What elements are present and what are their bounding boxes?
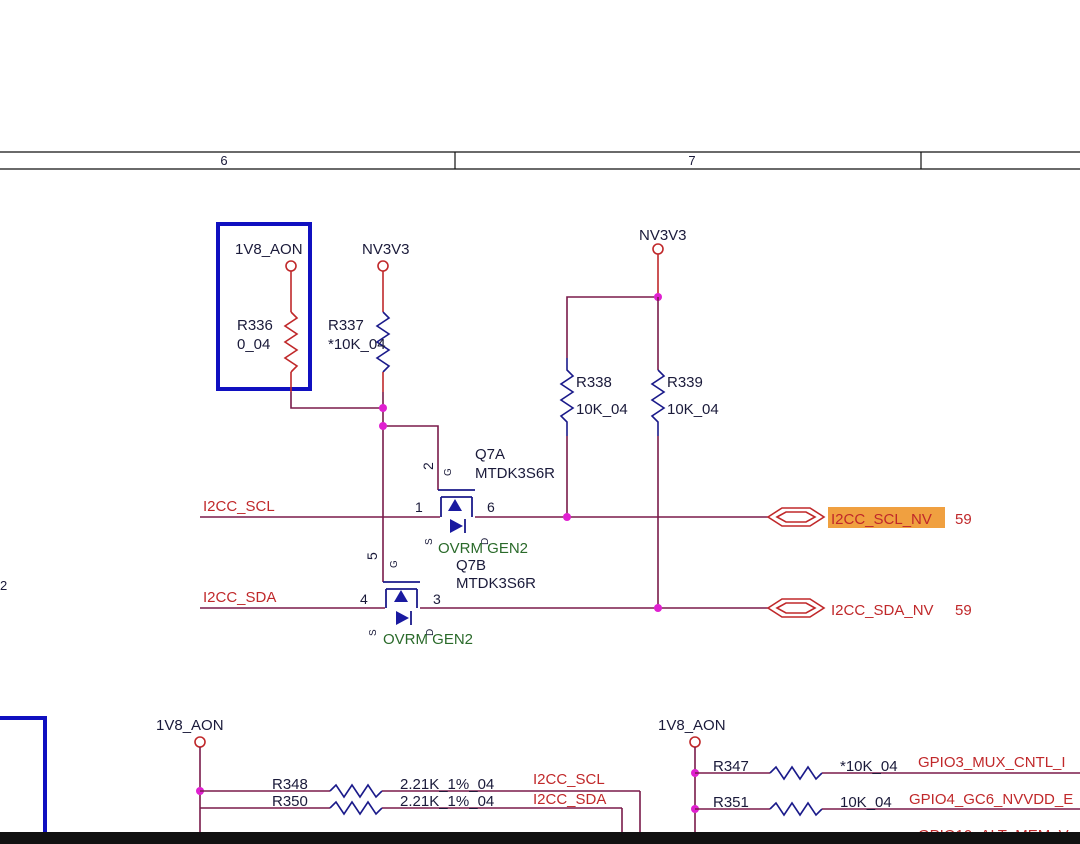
net-label: I2CC_SDA [533, 791, 606, 808]
junction-dot [654, 604, 662, 612]
offpage-connector-scl-nv[interactable]: I2CC_SCL_NV 59 [766, 507, 972, 528]
mosfet-diode-icon [450, 519, 463, 533]
column-label-6: 6 [220, 153, 227, 168]
resistor-ref: R351 [713, 794, 749, 811]
resistor-ref: R350 [272, 793, 308, 810]
mosfet-ref: Q7B [456, 557, 486, 574]
page-ref: 59 [955, 511, 972, 528]
resistor-ref: R337 [328, 317, 364, 334]
net-label: GPIO3_MUX_CNTL_I [918, 754, 1066, 771]
power-port-icon [285, 260, 297, 272]
mosfet-q7a[interactable]: 1 6 2 G S D Q7A MTDK3S6R OVRM GEN2 [415, 446, 555, 557]
highlight-scl-nv [828, 507, 945, 528]
pin-number-g: 5 [364, 552, 380, 560]
power-rail-label: NV3V3 [639, 227, 687, 244]
pin-number-s: 1 [415, 499, 423, 515]
mosfet-q7b[interactable]: 4 3 5 G S D Q7B MTDK3S6R OVRM GEN2 [360, 552, 536, 648]
mosfet-ref: Q7A [475, 446, 505, 463]
power-port-icon [689, 736, 701, 748]
mosfet-arrow-icon [394, 590, 408, 602]
pin-letter-d: D [425, 629, 436, 636]
mosfet-arrow-icon [448, 499, 462, 511]
power-rail-label: NV3V3 [362, 241, 410, 258]
resistor-r348[interactable]: R348 2.21K_1%_04 I2CC_SCL [200, 771, 640, 799]
resistor-value: 10K_04 [840, 794, 892, 811]
highlight-box-bottom-left [0, 716, 47, 844]
highlight-box-r336 [216, 222, 312, 391]
resistor-r350[interactable]: R350 2.21K_1%_04 I2CC_SDA [200, 791, 622, 816]
pin-letter-s: S [368, 629, 379, 636]
resistor-ref: R336 [237, 317, 273, 334]
net-label: I2CC_SCL [533, 771, 605, 788]
power-nv3v3-right: NV3V3 [639, 227, 687, 297]
power-rail-label: 1V8_AON [658, 717, 726, 734]
power-1v8-bottom-left: 1V8_AON [156, 717, 224, 832]
pin-letter-g: G [443, 468, 454, 476]
resistor-value: *10K_04 [328, 336, 386, 353]
mosfet-part: MTDK3S6R [456, 575, 536, 592]
mosfet-diode-icon [396, 611, 409, 625]
offpage-connector-icon [766, 507, 826, 527]
resistor-value: 0_04 [237, 336, 270, 353]
resistor-value: 10K_04 [667, 401, 719, 418]
power-port-icon [652, 243, 664, 255]
mosfet-group: OVRM GEN2 [438, 540, 528, 557]
frame-ruler: 6 7 2 [0, 151, 1080, 593]
pin-number-d: 3 [433, 591, 441, 607]
mosfet-group: OVRM GEN2 [383, 631, 473, 648]
offpage-connector-icon [766, 598, 826, 618]
bottom-edge-bar [0, 832, 1080, 844]
page-ref: 59 [955, 602, 972, 619]
resistor-ref: R338 [576, 374, 612, 391]
resistor-r351[interactable]: R351 10K_04 GPIO4_GC6_NVVDD_E [695, 791, 1080, 817]
junction-dot [563, 513, 571, 521]
pin-letter-s: S [424, 538, 435, 545]
net-label-scl-in: I2CC_SCL [203, 498, 275, 515]
offpage-connector-sda-nv[interactable]: I2CC_SDA_NV 59 [766, 598, 972, 619]
net-label: GPIO4_GC6_NVVDD_E [909, 791, 1073, 808]
net-label-sda-out: I2CC_SDA_NV [831, 602, 934, 619]
resistor-r337[interactable]: NV3V3 R337 *10K_04 [328, 241, 410, 392]
power-1v8-bottom-right: 1V8_AON [658, 717, 726, 832]
junction-dot [379, 422, 387, 430]
power-port-icon [377, 260, 389, 272]
pin-letter-g: G [389, 560, 400, 568]
resistor-value: 10K_04 [576, 401, 628, 418]
resistor-value: 2.21K_1%_04 [400, 776, 494, 793]
resistor-ref: R347 [713, 758, 749, 775]
resistor-r338[interactable]: R338 10K_04 [559, 358, 628, 436]
edge-mark: 2 [0, 578, 7, 593]
mosfet-part: MTDK3S6R [475, 465, 555, 482]
power-rail-label: 1V8_AON [156, 717, 224, 734]
pin-number-d: 6 [487, 499, 495, 515]
pin-letter-d: D [480, 538, 491, 545]
resistor-value: 2.21K_1%_04 [400, 793, 494, 810]
resistor-value: *10K_04 [840, 758, 898, 775]
resistor-r336[interactable]: 1V8_AON R336 0_04 [235, 241, 303, 392]
power-port-icon [194, 736, 206, 748]
power-rail-label: 1V8_AON [235, 241, 303, 258]
column-label-7: 7 [688, 153, 695, 168]
net-label-scl-out: I2CC_SCL_NV [831, 511, 932, 528]
pin-number-g: 2 [420, 462, 436, 470]
resistor-ref: R348 [272, 776, 308, 793]
resistor-r347[interactable]: R347 *10K_04 GPIO3_MUX_CNTL_I [695, 754, 1080, 781]
resistor-r339[interactable]: R339 10K_04 [650, 297, 719, 436]
resistor-ref: R339 [667, 374, 703, 391]
net-label-sda-in: I2CC_SDA [203, 589, 276, 606]
junction-dot [379, 404, 387, 412]
pin-number-s: 4 [360, 591, 368, 607]
